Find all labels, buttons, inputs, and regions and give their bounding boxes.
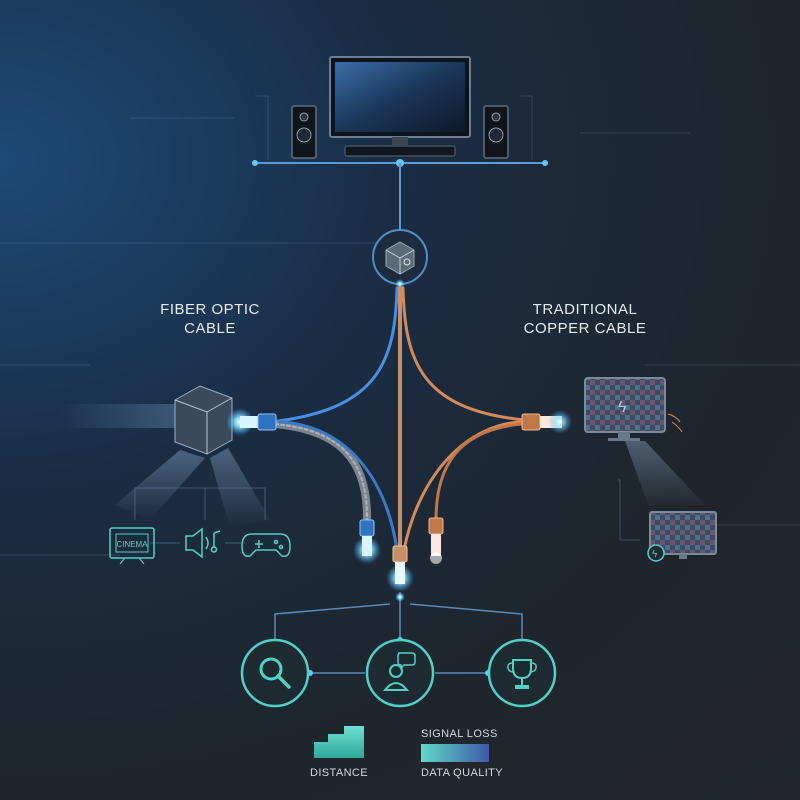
copper-connector-bottom-right (428, 517, 444, 564)
home-theater (252, 56, 548, 230)
data-quality-label: DATA QUALITY (421, 767, 504, 779)
signal-loss-bar (421, 744, 489, 762)
guide-lines (0, 95, 800, 556)
speaker-left-icon (291, 105, 317, 159)
signal-loss-label: SIGNAL LOSS (421, 728, 498, 740)
fiber-label-line1: FIBER OPTIC (160, 301, 260, 318)
fiber-optic-label: FIBER OPTIC CABLE (140, 300, 280, 338)
svg-text:ϟ: ϟ (618, 399, 627, 416)
copper-label-line1: TRADITIONAL (532, 301, 638, 318)
monitor-distorted-icon: ϟ (584, 377, 705, 510)
cinema-text: CINEMA (116, 540, 148, 549)
fiber-connector-bottom-left (353, 519, 381, 564)
soundbar-icon (344, 145, 456, 157)
speaker-right-icon (483, 105, 509, 159)
copper-connector-bottom-center (386, 545, 414, 592)
distance-label: DISTANCE (310, 767, 369, 779)
hub-node (372, 229, 428, 289)
copper-label-line2: COPPER CABLE (523, 320, 647, 337)
distance-stairs-icon (314, 726, 364, 758)
monitor-distorted-small-icon: ϟ (618, 479, 717, 562)
speaker-music-icon (185, 527, 221, 559)
cables (268, 286, 527, 554)
trophy-icon (487, 638, 557, 708)
copper-connector-right (521, 410, 572, 434)
svg-text:ϟ: ϟ (652, 549, 658, 560)
user-chat-icon (365, 638, 435, 708)
cinema-icon (109, 527, 155, 565)
light-streak (60, 404, 180, 428)
search-icon (240, 638, 310, 708)
fiber-label-line2: CABLE (184, 320, 236, 337)
fiber-connector-left (226, 408, 277, 436)
copper-cable-label: TRADITIONAL COPPER CABLE (505, 300, 665, 338)
gamepad-icon (241, 533, 291, 558)
bottom-tree (274, 592, 523, 674)
